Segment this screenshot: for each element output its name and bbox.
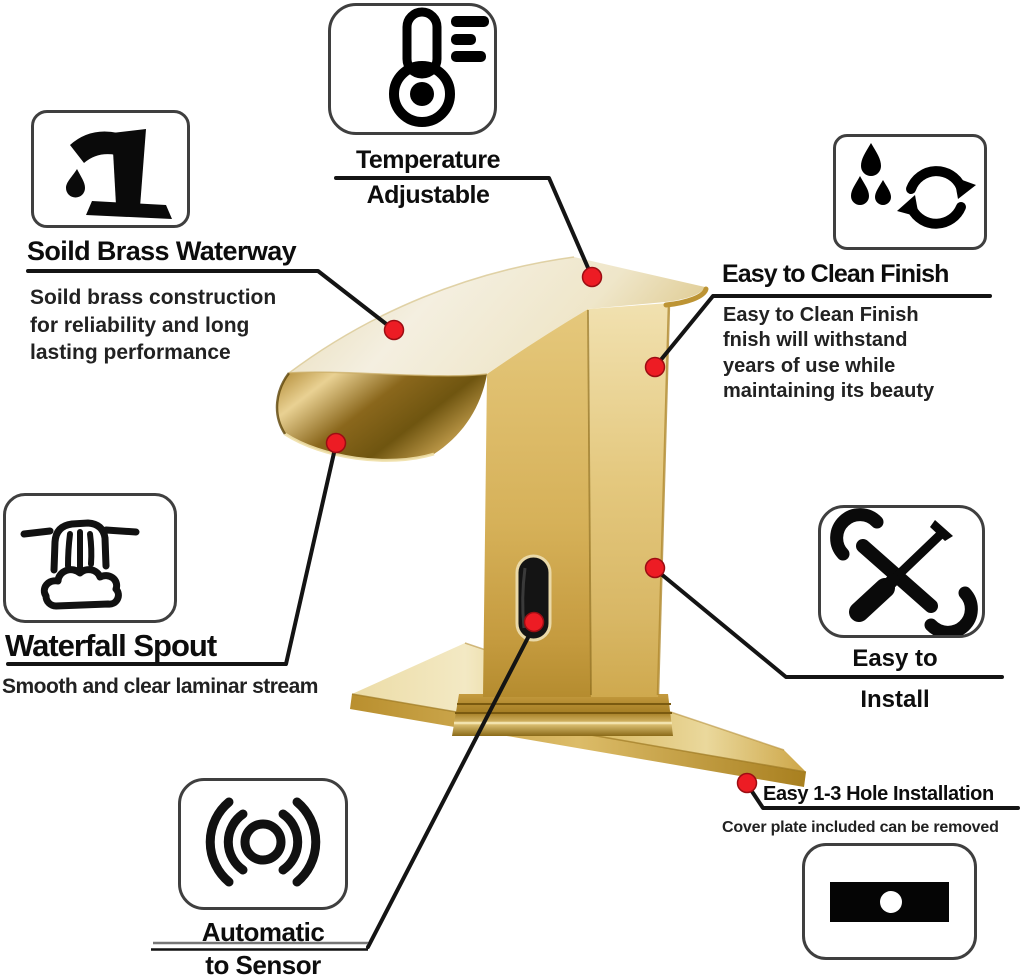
waterfall-body: Smooth and clear laminar stream — [2, 675, 318, 698]
faucet-body-right-face — [588, 303, 669, 697]
faucet-spout-top — [289, 257, 705, 376]
temperature-dot — [581, 266, 603, 288]
brass-title: Soild Brass Waterway — [27, 236, 297, 266]
clean-icon-box — [833, 134, 987, 250]
wrench-screwdriver-icon — [830, 508, 978, 635]
plate-dot — [736, 772, 758, 794]
brass-body: Soild brass construction for reliability… — [30, 284, 276, 367]
install-title-line2: Install — [860, 686, 930, 713]
install-dot — [644, 557, 666, 579]
sensor-callout-line — [366, 622, 537, 949]
waterfall-icon — [20, 519, 140, 610]
cover-plate-icon-box — [802, 843, 977, 960]
cover-plate-top — [352, 643, 806, 772]
faucet-base-collar — [452, 694, 673, 736]
clean-dot — [644, 356, 666, 378]
clean-body-line1: Easy to Clean Finish — [723, 304, 919, 326]
sensor-waves-icon — [205, 797, 321, 887]
brass-dot — [383, 319, 405, 341]
clean-body: Easy to Clean Finish fnish will withstan… — [723, 303, 934, 405]
install-icon-box — [818, 505, 985, 638]
clean-body-line2: fnish will withstand — [723, 329, 908, 352]
clean-title: Easy to Clean Finish — [722, 260, 949, 288]
temperature-title-line1: Temperature — [355, 146, 501, 174]
brass-body-line2: for reliability and long — [30, 313, 250, 337]
brass-icon-box — [31, 110, 190, 228]
faucet-body-front-face — [483, 309, 591, 697]
holes-title: Easy 1-3 Hole Installation — [763, 783, 994, 805]
sensor-dot — [523, 611, 545, 633]
sensor-title-line1: Automatic — [201, 917, 325, 947]
numeral-1-faucet-drop-icon — [66, 129, 172, 219]
temperature-icon-box — [328, 3, 497, 135]
waterfall-dot — [325, 432, 347, 454]
sensor-title-line2: to Sensor — [205, 950, 321, 975]
callout-dots — [325, 266, 758, 794]
water-drops-recycle-icon — [851, 143, 976, 229]
clean-body-line4: maintaining its beauty — [723, 380, 935, 403]
sensor-icon-box — [178, 778, 348, 910]
waterfall-title: Waterfall Spout — [5, 628, 217, 663]
temperature-title-line2: Adjustable — [366, 181, 490, 209]
clean-body-line3: years of use while — [723, 354, 896, 377]
brass-body-line1: Soild brass construction — [30, 286, 277, 309]
thermometer-levels-icon — [389, 7, 489, 127]
faucet-sensor-window — [515, 554, 552, 642]
holes-body: Cover plate included can be removed — [722, 819, 999, 836]
waterfall-icon-box — [3, 493, 177, 623]
install-title-line1: Easy to — [852, 645, 938, 672]
brass-body-line3: lasting performance — [30, 341, 231, 364]
faucet-spout-band — [277, 372, 487, 461]
cover-plate-icon — [830, 882, 949, 922]
